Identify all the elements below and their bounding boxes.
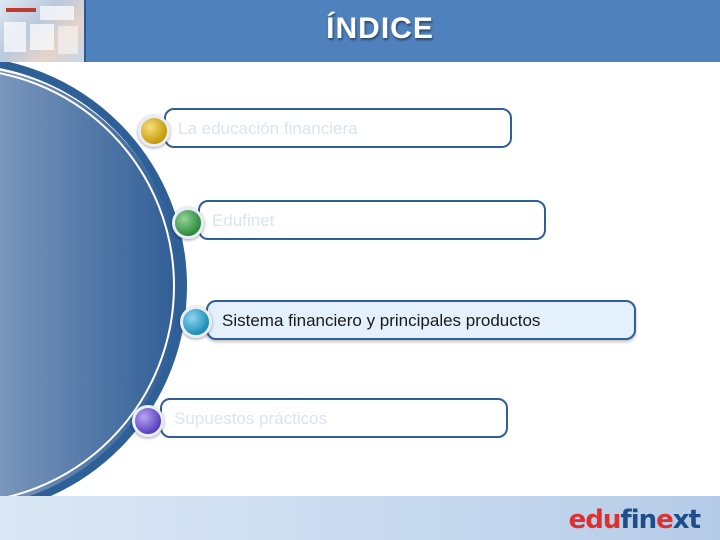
logo-part: xt [672,505,701,535]
green-bullet-icon [172,207,204,239]
purple-bullet-icon [132,405,164,437]
blue-bullet-icon [180,306,212,338]
thumbnail-decoration [40,6,74,20]
logo-part: edu [568,505,622,535]
index-item-2[interactable]: Edufinet [198,200,546,240]
logo-part: e [656,505,674,535]
yellow-bullet-icon [138,115,170,147]
thumbnail-decoration [58,26,78,54]
index-item-label: Sistema financiero y principales product… [222,311,541,330]
logo-part: fin [620,505,657,535]
page-title: ÍNDICE [326,12,434,45]
header-thumbnail-image [0,0,86,62]
index-item-label: La educación financiera [178,119,358,138]
thumbnail-decoration [30,24,54,50]
edufinext-logo: edufinext [568,505,701,535]
index-item-4[interactable]: Supuestos prácticos [160,398,508,438]
index-item-3[interactable]: Sistema financiero y principales product… [206,300,636,340]
thumbnail-decoration [6,8,36,12]
index-item-1[interactable]: La educación financiera [164,108,512,148]
thumbnail-decoration [4,22,26,52]
footer-bar [0,496,720,540]
index-item-label: Supuestos prácticos [174,409,328,428]
header-bar: ÍNDICE [0,0,720,62]
index-item-label: Edufinet [212,211,275,230]
